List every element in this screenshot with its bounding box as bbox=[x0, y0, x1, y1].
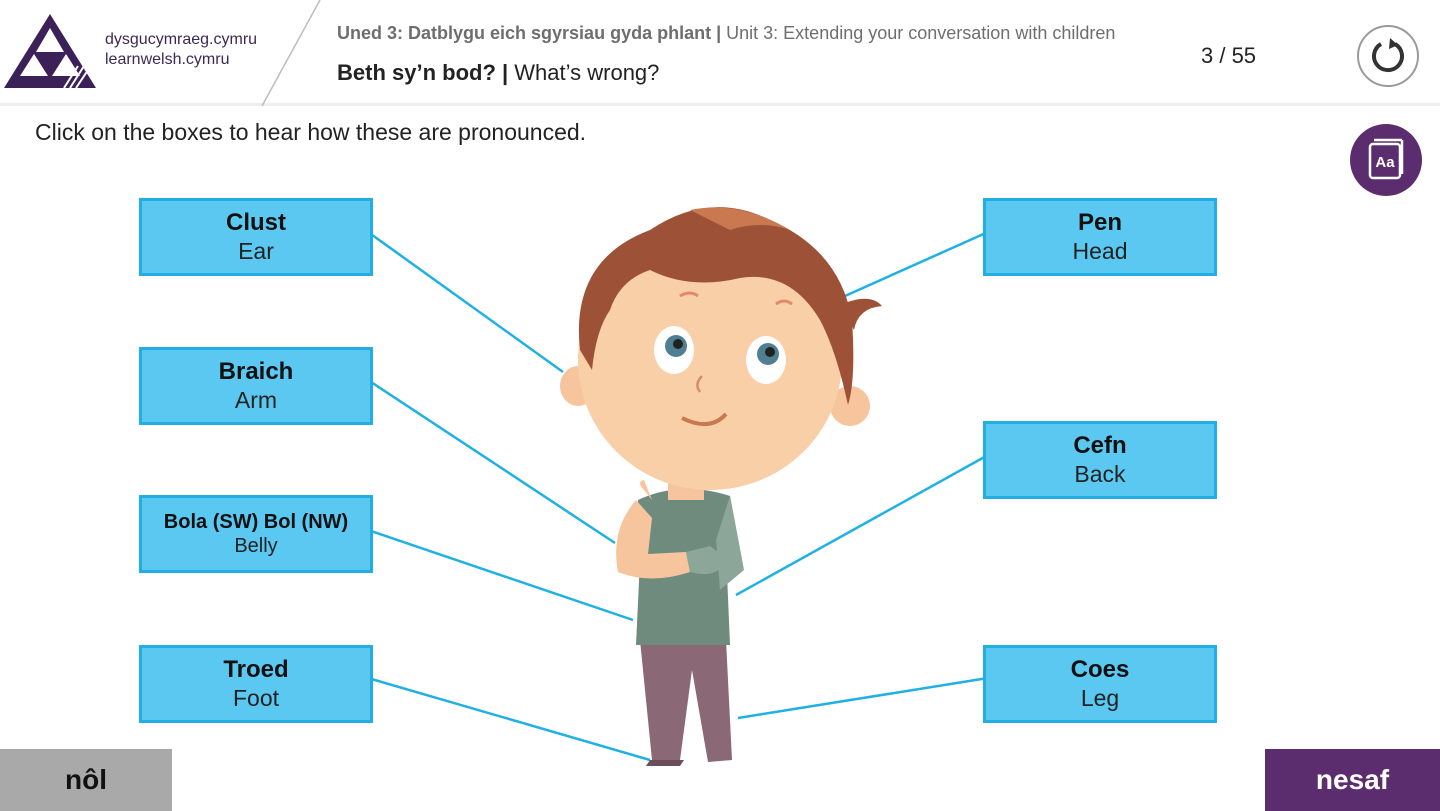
term-cy: Pen bbox=[1077, 209, 1122, 236]
term-en: Ear bbox=[238, 238, 274, 264]
term-cy: Clust bbox=[226, 209, 286, 236]
page-title-separator: | bbox=[502, 60, 509, 85]
term-en: Leg bbox=[1080, 685, 1120, 711]
restart-button[interactable] bbox=[1357, 25, 1419, 87]
term-box-clust[interactable]: Clust Ear bbox=[139, 198, 373, 276]
unit-title-en: Unit 3: Extending your conversation with… bbox=[726, 23, 1116, 43]
site-names: dysgucymraeg.cymru learnwelsh.cymru bbox=[105, 30, 257, 70]
term-en: Foot bbox=[232, 685, 280, 711]
term-box-coes[interactable]: Coes Leg bbox=[983, 645, 1217, 723]
glossary-book-icon: Aa bbox=[1368, 138, 1404, 180]
learnwelsh-logo[interactable] bbox=[4, 14, 96, 88]
glossary-button[interactable]: Aa bbox=[1350, 124, 1422, 196]
page-title: Beth sy’n bod? | What’s wrong? bbox=[337, 60, 659, 86]
term-box-bola[interactable]: Bola (SW) Bol (NW) Belly bbox=[139, 495, 373, 573]
restart-icon bbox=[1372, 38, 1404, 73]
term-en: Back bbox=[1074, 461, 1126, 487]
connector-clust bbox=[367, 230, 564, 374]
instructions: Click on the boxes to hear how these are… bbox=[35, 119, 587, 145]
page-counter: 3 / 55 bbox=[1201, 43, 1257, 68]
glossary-label: Aa bbox=[1375, 154, 1395, 171]
header: dysgucymraeg.cymru learnwelsh.cymru Uned… bbox=[0, 0, 1440, 106]
next-button[interactable]: nesaf bbox=[1265, 749, 1440, 811]
term-en: Belly bbox=[234, 535, 278, 557]
term-en: Head bbox=[1072, 238, 1128, 264]
page-title-cy: Beth sy’n bod? bbox=[337, 60, 496, 85]
term-box-cefn[interactable]: Cefn Back bbox=[983, 421, 1217, 499]
term-box-braich[interactable]: Braich Arm bbox=[139, 347, 373, 425]
unit-title-separator: | bbox=[716, 23, 722, 43]
boy-illustration bbox=[560, 207, 882, 766]
term-cy: Coes bbox=[1070, 656, 1130, 683]
term-box-troed[interactable]: Troed Foot bbox=[139, 645, 373, 723]
term-cy: Troed bbox=[223, 656, 289, 683]
site-name-cy: dysgucymraeg.cymru bbox=[105, 31, 258, 48]
back-button[interactable]: nôl bbox=[0, 749, 172, 811]
unit-title: Uned 3: Datblygu eich sgyrsiau gyda phla… bbox=[337, 23, 1115, 44]
term-en: Arm bbox=[234, 387, 278, 413]
unit-title-cy: Uned 3: Datblygu eich sgyrsiau gyda phla… bbox=[337, 23, 712, 43]
term-cy: Cefn bbox=[1073, 432, 1127, 459]
header-divider bbox=[261, 0, 321, 106]
term-cy: Bola (SW) Bol (NW) bbox=[163, 511, 349, 533]
term-box-pen[interactable]: Pen Head bbox=[983, 198, 1217, 276]
site-name-en: learnwelsh.cymru bbox=[105, 51, 230, 68]
term-cy: Braich bbox=[218, 358, 294, 385]
page-title-en: What’s wrong? bbox=[514, 60, 660, 85]
